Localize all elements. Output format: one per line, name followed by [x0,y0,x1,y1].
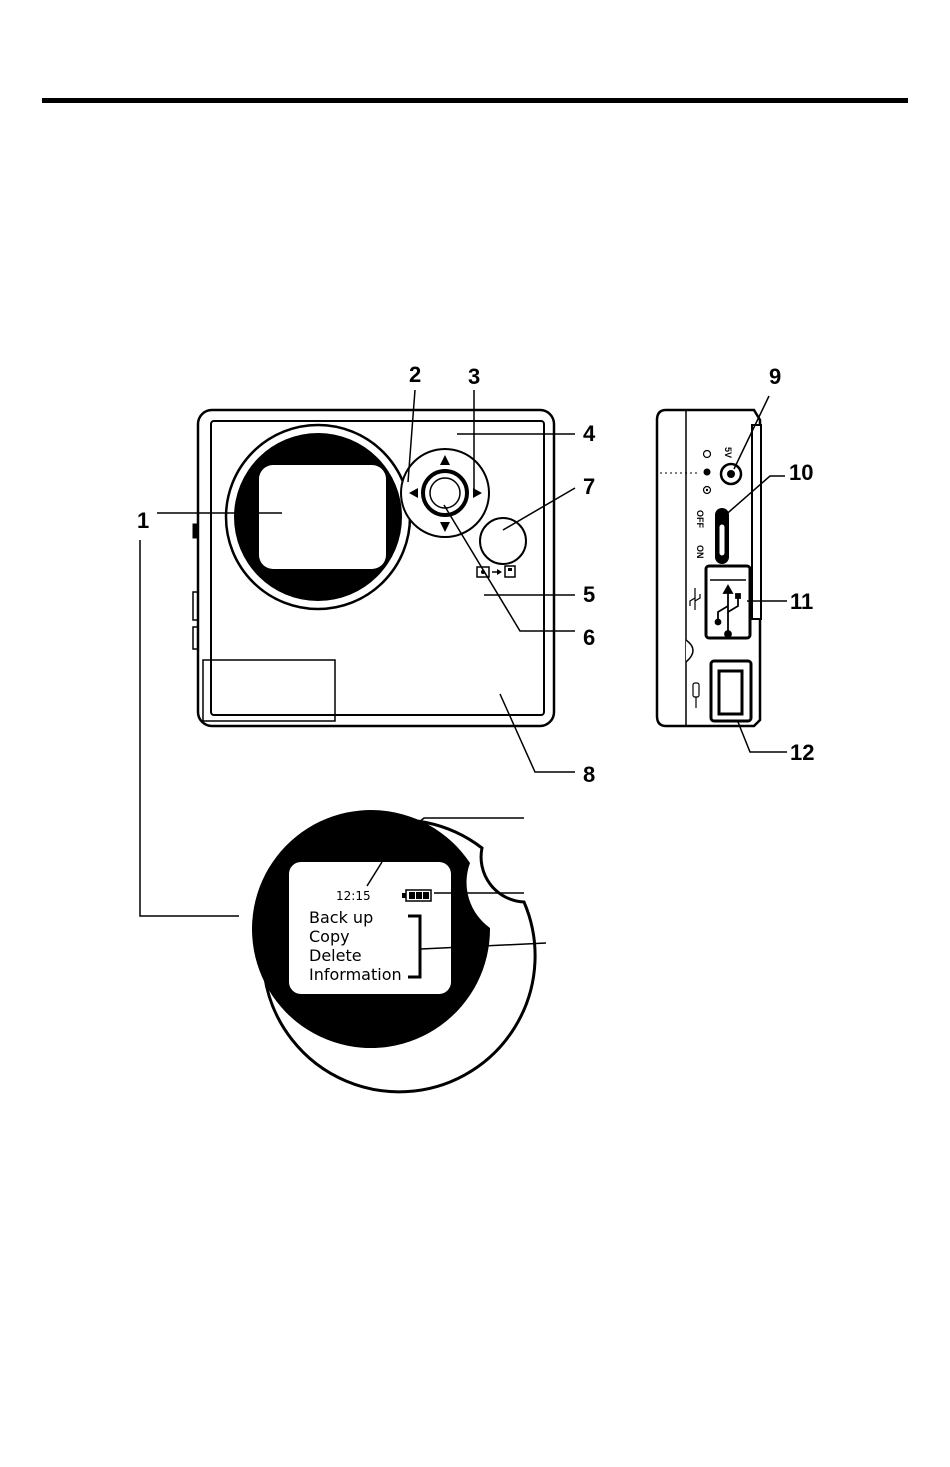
callout-4: 4 [583,421,596,446]
battery-icon [402,890,431,901]
callout-9: 9 [769,364,781,389]
power-switch[interactable] [715,508,729,564]
top-rule [42,98,908,103]
power-switch-on-label: ON [695,545,705,559]
callout-12: 12 [790,740,814,765]
menu-item-delete: Delete [309,946,362,965]
function-button[interactable] [480,518,526,564]
menu-item-copy: Copy [309,927,350,946]
dc-jack-label: 5V [723,447,733,458]
side-port-icons [704,451,711,494]
callout-2: 2 [409,362,421,387]
d-pad[interactable] [401,449,489,537]
screen-clock: 12:15 [336,889,371,903]
usb-a-port [711,661,751,721]
power-switch-off-label: OFF [695,510,705,528]
front-lcd-screen [259,465,386,569]
dc-jack [721,464,741,484]
callout-11: 11 [790,589,813,614]
callout-10: 10 [789,460,813,485]
zoomed-screen [252,810,535,1092]
callout-1: 1 [137,508,149,533]
callout-8: 8 [583,762,595,787]
front-lcd-bezel [226,425,410,609]
callout-5: 5 [583,582,595,607]
menu-item-information: Information [309,965,402,984]
callout-3: 3 [468,364,480,389]
callout-6: 6 [583,625,595,650]
menu-item-back-up: Back up [309,908,373,927]
callout-7: 7 [583,474,595,499]
